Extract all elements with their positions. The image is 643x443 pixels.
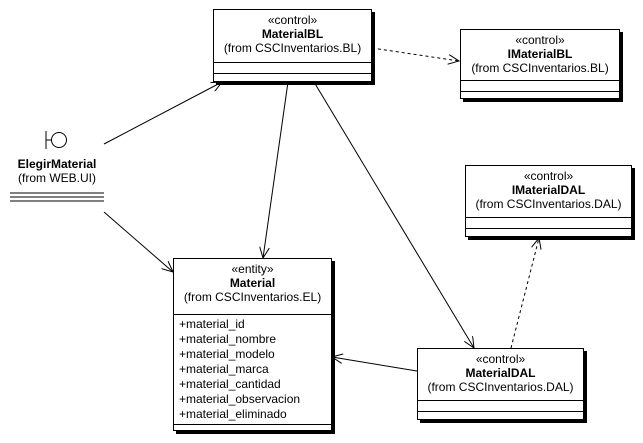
class-package: (from CSCInventarios.DAL) [427, 380, 574, 394]
class-package: (from CSCInventarios.DAL) [475, 197, 622, 211]
attributes-compartment [461, 80, 619, 91]
operations-compartment [214, 73, 371, 84]
realization-materialdal-to-imaterialdal [510, 238, 539, 349]
class-stereotype: «control» [267, 13, 318, 27]
realization-materialbl-to-imaterialbl [371, 47, 459, 61]
association-elegir-to-material [103, 211, 173, 272]
operations-compartment [174, 424, 331, 434]
class-name: MaterialBL [261, 27, 324, 41]
class-stereotype: «control» [475, 352, 526, 366]
class-package: (from CSCInventarios.EL) [183, 290, 322, 304]
attribute: +material_id [179, 317, 245, 331]
boundary-elegirmaterial[interactable]: ElegirMaterial (from WEB.UI) [2, 157, 112, 185]
class-imaterialdal[interactable]: «control» IMaterialDAL (from CSCInventar… [465, 165, 632, 237]
class-package: (from CSCInventarios.BL) [223, 41, 362, 55]
attributes-compartment [418, 400, 583, 411]
class-stereotype: «entity» [231, 262, 274, 276]
class-material[interactable]: «entity» Material (from CSCInventarios.E… [173, 258, 332, 431]
attribute: +material_observacion [179, 392, 301, 406]
class-stereotype: «control» [523, 169, 574, 183]
boundary-compartment-lines [10, 192, 104, 202]
association-materialdal-to-material [332, 357, 418, 372]
class-stereotype: «control» [515, 33, 565, 47]
attribute: +material_eliminado [179, 407, 287, 421]
class-name: IMaterialDAL [511, 183, 586, 197]
boundary-icon [45, 131, 67, 149]
attribute: +material_cantidad [179, 377, 281, 391]
class-name: Material [229, 276, 276, 290]
operations-compartment [418, 411, 583, 422]
association-materialbl-to-material [263, 81, 289, 258]
attribute: +material_modelo [179, 347, 275, 361]
attributes-compartment [466, 217, 631, 228]
class-materialdal[interactable]: «control» MaterialDAL (from CSCInventari… [417, 348, 584, 420]
association-elegir-to-materialbl [103, 82, 222, 145]
class-imaterialbl[interactable]: «control» IMaterialBL (from CSCInventari… [460, 29, 620, 99]
operations-compartment [466, 228, 631, 239]
class-name: IMaterialBL [507, 47, 573, 61]
boundary-package: (from WEB.UI) [18, 171, 96, 185]
class-package: (from CSCInventarios.BL) [471, 61, 609, 75]
attributes-compartment [214, 62, 371, 73]
boundary-name: ElegirMaterial [17, 157, 97, 171]
class-materialbl[interactable]: «control» MaterialBL (from CSCInventario… [213, 9, 372, 82]
operations-compartment [461, 91, 619, 102]
attribute: +material_nombre [179, 332, 277, 346]
attribute: +material_marca [179, 362, 269, 376]
association-materialbl-to-materialdal [313, 81, 474, 348]
attributes-compartment: +material_id +material_nombre +material_… [174, 314, 331, 424]
class-name: MaterialDAL [465, 366, 536, 380]
